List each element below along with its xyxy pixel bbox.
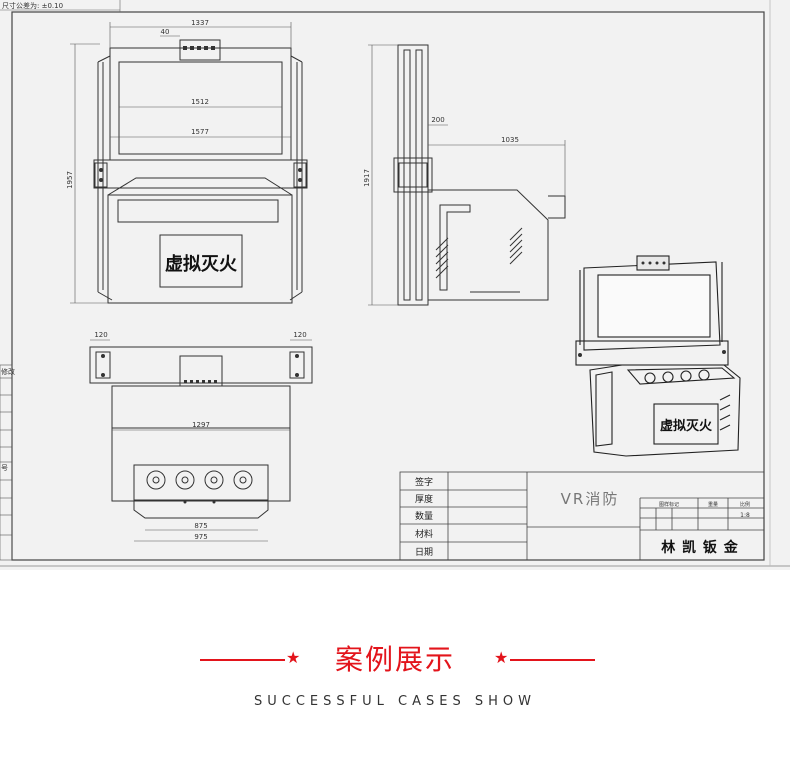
dim-width-top: 1337 (191, 19, 209, 27)
drawing-frame (11, 11, 765, 561)
star-icon: ★ (286, 648, 301, 667)
tb-row-label: 厚度 (415, 493, 433, 505)
side-view (393, 44, 566, 306)
dim-height-left: 1957 (66, 171, 74, 189)
front-view (93, 39, 308, 304)
margin-label: 修改 (1, 367, 15, 376)
dim-bottom-width: 1297 (192, 421, 210, 429)
tb-small-header: 比例 (740, 501, 750, 508)
tb-row-label: 日期 (415, 547, 433, 558)
title-block (399, 471, 765, 561)
project-name: VR消防 (561, 490, 620, 508)
left-rule (200, 659, 285, 661)
dim-base-inner: 875 (194, 522, 207, 530)
dim-inner-width: 1512 (191, 98, 209, 106)
margin-label: 号 (1, 464, 8, 472)
iso-panel-label: 虚拟灭火 (660, 418, 713, 434)
tb-row-label: 签字 (415, 476, 433, 488)
dim-base-outer: 975 (194, 533, 207, 541)
section-heading: ★ 案例展示 ★ (0, 640, 790, 680)
tb-row-label: 材料 (415, 528, 433, 540)
tb-small-header: 重量 (708, 501, 718, 508)
dim-outer-width: 1577 (191, 128, 209, 136)
company-name: 林 凯 钣 金 (661, 539, 739, 556)
dim-side-small: 200 (431, 116, 444, 124)
technical-drawing: 尺寸公差为: ±0.10 修改 号 虚拟灭火 (0, 0, 790, 570)
isometric-view (575, 255, 741, 457)
star-icon: ★ (494, 648, 509, 667)
front-panel-label: 虚拟灭火 (165, 253, 238, 275)
tb-row-label: 数量 (415, 510, 433, 522)
dim-side-depth: 1035 (501, 136, 519, 144)
section-subtitle: SUCCESSFUL CASES SHOW (254, 694, 536, 709)
dim-small-top: 40 (161, 28, 170, 36)
dim-bottom-right: 120 (293, 331, 306, 339)
tb-small-header: 图样标记 (659, 501, 679, 508)
section-title: 案例展示 (334, 643, 455, 676)
revision-column (0, 364, 13, 561)
tb-scale: 1:8 (740, 512, 750, 519)
right-rule (510, 659, 595, 661)
dim-bottom-left: 120 (94, 331, 107, 339)
top-view (89, 346, 313, 519)
tolerance-note: 尺寸公差为: ±0.10 (2, 1, 63, 10)
dim-side-height: 1917 (363, 169, 371, 187)
